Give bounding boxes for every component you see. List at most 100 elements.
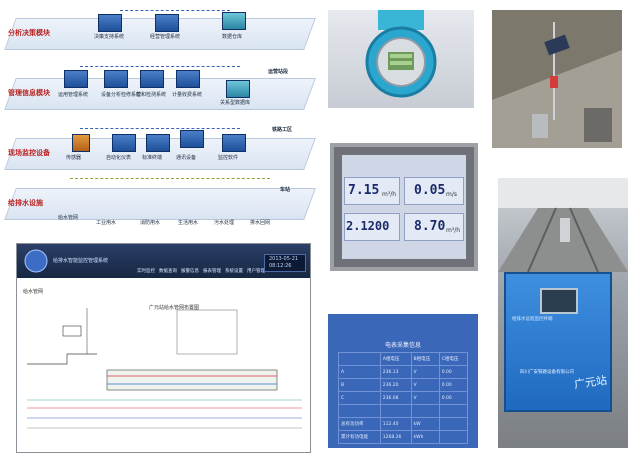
node-label: 监控软件	[218, 155, 239, 161]
table-row	[338, 404, 469, 418]
node-label: 设备分析检修系统	[101, 92, 142, 98]
facility-label: 工业用水	[96, 220, 117, 226]
flow-arrow	[80, 128, 240, 129]
node-label: 营和检测系统	[136, 92, 167, 98]
table-cell: C	[338, 391, 381, 405]
table-title: 电表采集信息	[384, 342, 421, 349]
table-cell: 1268.26	[379, 430, 412, 444]
layer-label-facility: 给排水设施	[8, 199, 43, 207]
table-cell: kW	[410, 417, 440, 431]
communication-node	[180, 130, 204, 148]
billing-node	[176, 70, 200, 88]
cabinet-window	[540, 288, 578, 314]
node-label: 标准终端	[142, 155, 163, 161]
table-header-cell: C相电压	[438, 352, 469, 366]
tab-settings[interactable]: 系统设置	[225, 269, 243, 274]
layer-label-decision: 分析决策模块	[8, 29, 50, 37]
hmi-value-total: 2.1200	[346, 219, 390, 233]
node-label: 决策支持系统	[94, 34, 125, 40]
drawing-title: 广元站给水管网布置图	[149, 305, 200, 311]
table-cell: 累计有功电能	[338, 430, 381, 444]
node-label: 通讯设备	[176, 155, 197, 161]
table-cell: 236.08	[379, 391, 412, 405]
node-label: 运用管理系统	[58, 92, 89, 98]
table-cell: V	[410, 378, 440, 392]
cabinet-handwriting: 广元站	[573, 373, 608, 392]
monitor-software-node	[222, 134, 246, 152]
table-header-row: A相电压 B相电压 C相电压	[338, 352, 469, 366]
hmi-unit: m³/h	[382, 191, 397, 198]
scada-title: 给排水智能监控管理系统	[53, 258, 109, 264]
table-cell	[438, 404, 469, 418]
instrument-node	[112, 134, 136, 152]
hmi-unit: m³/h	[446, 227, 461, 234]
hmi-cell	[404, 177, 464, 205]
table-cell: 0.00	[438, 378, 469, 392]
facility-label: 给水管网	[58, 215, 79, 221]
tab-query[interactable]: 数据查询	[159, 269, 177, 274]
facility-label: 排水回网	[250, 220, 271, 226]
cabinet-label: 给排水远程监控终端	[512, 317, 553, 322]
hmi-unit: m/s	[446, 191, 457, 198]
node-label: 经营管理系统	[150, 34, 181, 40]
hmi-display: 7.15 m³/h 0.05 m/s 2.1200 8.70 m³/h	[342, 155, 466, 259]
tab-alarm[interactable]: 报警信息	[181, 269, 199, 274]
pipeline-drawing[interactable]	[17, 300, 311, 450]
solar-station-photo	[492, 10, 622, 148]
table-cell	[438, 417, 469, 431]
tab-report[interactable]: 报表管理	[203, 269, 221, 274]
hmi-cell	[404, 213, 464, 241]
table-cell: V	[410, 391, 440, 405]
sensor-node	[72, 134, 90, 152]
cabinet-photo: 给排水远程监控终端 四川广安铁路设备有限公司 广元站	[498, 178, 628, 448]
relational-db-node	[226, 80, 250, 98]
time-text: 08:12:26	[269, 263, 292, 269]
table-cell: 236.13	[379, 365, 412, 379]
side-label: 车站	[280, 187, 291, 193]
scada-logo-icon	[24, 249, 48, 273]
table-cell: B	[338, 378, 381, 392]
table-header-cell: B相电压	[410, 352, 440, 366]
table-cell: 0.00	[438, 391, 469, 405]
table-row: 总有功功率 112.40 kW	[338, 417, 469, 431]
decision-support-node	[98, 14, 122, 32]
facility-label: 污水处理	[214, 220, 235, 226]
hmi-value-rate: 8.70	[414, 219, 446, 234]
hmi-value-flow: 7.15	[348, 183, 380, 198]
table-header-cell	[338, 352, 381, 366]
table-cell: kWh	[410, 430, 440, 444]
hmi-screen-photo: 7.15 m³/h 0.05 m/s 2.1200 8.70 m³/h	[330, 143, 478, 271]
date-time-display: 2013-05-21 08:12:26	[264, 254, 306, 272]
table-cell	[410, 404, 440, 418]
table-cell: A	[338, 365, 381, 379]
node-label: 计量收费系统	[172, 92, 203, 98]
table-row: 累计有功电能 1268.26 kWh	[338, 430, 469, 444]
layer-label-management: 管理信息模块	[8, 89, 50, 97]
operations-node	[64, 70, 88, 88]
cabinet-brand: 四川广安铁路设备有限公司	[520, 370, 574, 375]
table-cell: 0.00	[438, 365, 469, 379]
table-cell: 总有功功率	[338, 417, 381, 431]
node-label: 关系型数据库	[220, 100, 251, 106]
solar-station-illustration	[492, 10, 622, 148]
date-text: 2013-05-21	[269, 256, 299, 262]
operations-management-node	[155, 14, 179, 32]
monitoring-cabinet: 给排水远程监控终端 四川广安铁路设备有限公司 广元站	[504, 272, 612, 412]
table-row: B 236.20 V 0.00	[338, 378, 469, 392]
node-label: 数据仓库	[222, 34, 243, 40]
table-cell: 112.40	[379, 417, 412, 431]
flow-meter-illustration	[365, 10, 437, 98]
node-label: 自动化仪表	[106, 155, 132, 161]
scada-header: 给排水智能监控管理系统 实时监控 数据查询 报警信息 报表管理 系统设置 用户管…	[17, 244, 310, 278]
flow-arrow	[120, 10, 230, 11]
monitoring-node	[140, 70, 164, 88]
page-label: 给水管网	[23, 289, 44, 295]
side-label: 运营站段	[268, 69, 289, 75]
terminal-node	[146, 134, 170, 152]
data-warehouse-node	[222, 12, 246, 30]
tab-realtime[interactable]: 实时监控	[137, 269, 155, 274]
facility-label: 消防用水	[140, 220, 161, 226]
hmi-cell	[344, 177, 400, 205]
architecture-diagram: 分析决策模块 管理信息模块 现场监控设备 给排水设施 决策支持系统 经营管理系统…	[0, 0, 318, 232]
tab-users[interactable]: 用户管理	[247, 269, 265, 274]
